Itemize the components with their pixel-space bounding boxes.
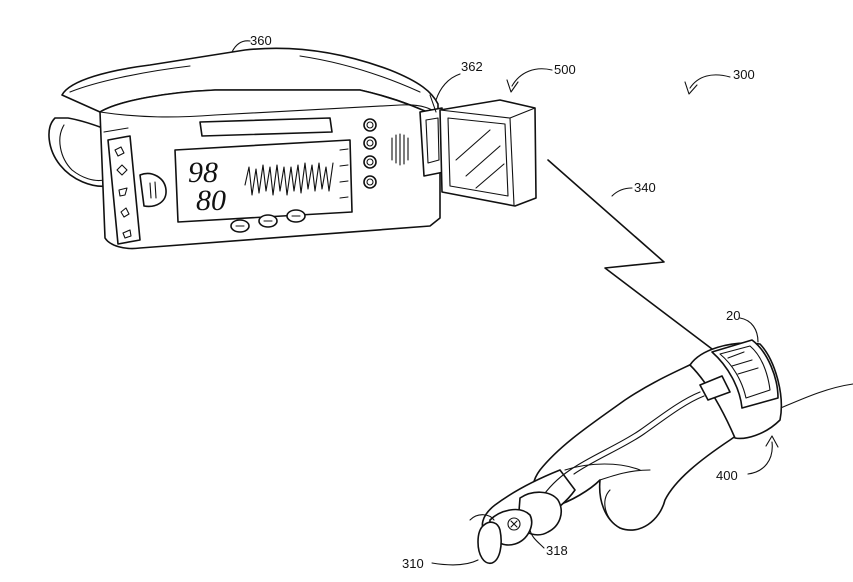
label-310: 310 bbox=[402, 556, 424, 571]
power-icon[interactable] bbox=[231, 220, 249, 232]
card-slot bbox=[200, 118, 332, 136]
patient-monitor: 98 80 bbox=[49, 48, 444, 248]
label-300: 300 bbox=[733, 67, 755, 82]
receiver-module bbox=[440, 100, 536, 206]
pulse-value: 80 bbox=[196, 184, 226, 217]
control-button[interactable] bbox=[364, 119, 376, 131]
label-362: 362 bbox=[461, 59, 483, 74]
wireless-link bbox=[548, 160, 716, 352]
label-20: 20 bbox=[726, 308, 740, 323]
control-button[interactable] bbox=[364, 156, 376, 168]
label-340: 340 bbox=[634, 180, 656, 195]
label-360: 360 bbox=[250, 33, 272, 48]
control-button[interactable] bbox=[364, 176, 376, 188]
silence-icon[interactable] bbox=[287, 210, 305, 222]
label-318: 318 bbox=[546, 543, 568, 558]
hand-assembly bbox=[470, 340, 853, 563]
alarm-icon[interactable] bbox=[259, 215, 277, 227]
label-500: 500 bbox=[554, 62, 576, 77]
control-button[interactable] bbox=[364, 137, 376, 149]
label-400: 400 bbox=[716, 468, 738, 483]
